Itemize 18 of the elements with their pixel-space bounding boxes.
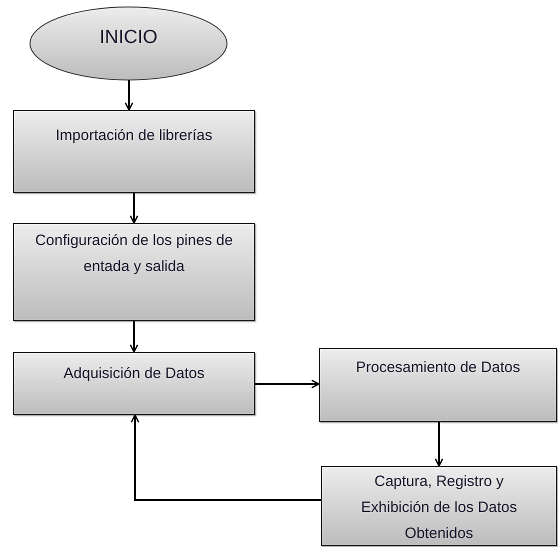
arrow — [130, 193, 138, 224]
node-label: INICIO — [99, 26, 158, 50]
process-box — [13, 110, 255, 193]
node-label: Configuración de los pines de entada y salida — [34, 231, 234, 277]
arrow — [130, 321, 138, 353]
process-box — [321, 466, 557, 546]
arrow — [434, 422, 444, 467]
node-label: Captura, Registro y Exhibición de los Datos Obtenidos — [360, 472, 518, 544]
process-box — [13, 223, 255, 321]
arrow — [130, 414, 321, 501]
node-label: Importación de librerías — [56, 126, 212, 146]
process-box — [319, 348, 557, 422]
start-ellipse — [30, 6, 228, 80]
arrow — [255, 380, 320, 388]
process-box — [13, 352, 255, 415]
node-label: Adquisición de Datos — [64, 364, 204, 384]
node-label: Procesamiento de Datos — [356, 358, 520, 378]
arrow — [124, 80, 134, 111]
